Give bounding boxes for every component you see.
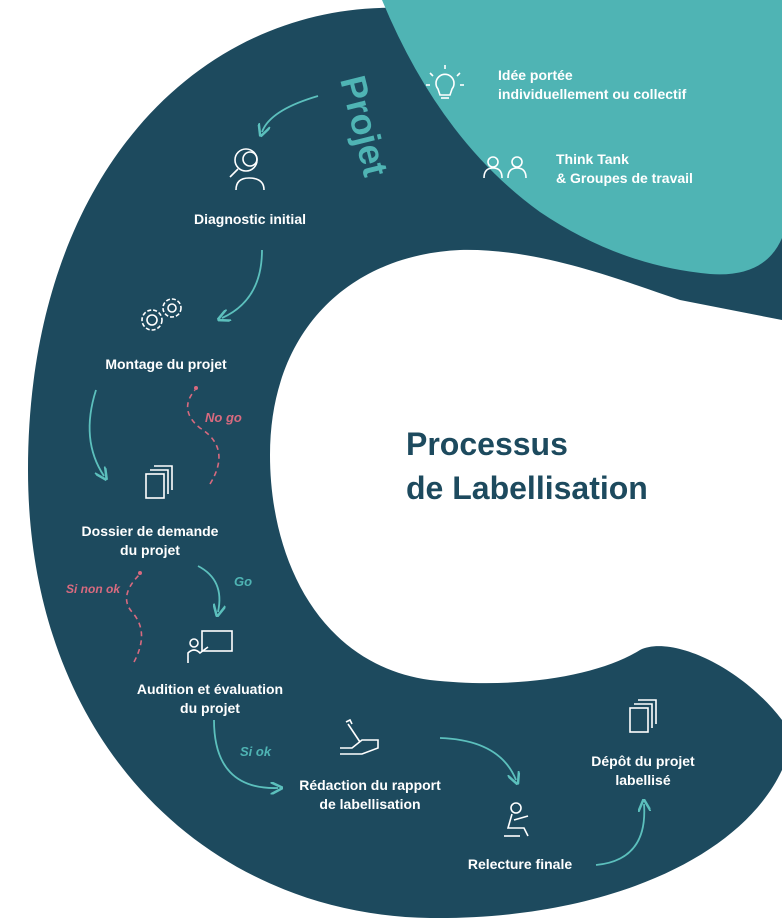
step-label-line-2: labellisé — [615, 772, 671, 788]
arrow-projet-diagnostic — [262, 95, 319, 132]
idea-label-line-2: individuellement ou collectif — [498, 86, 687, 102]
title-line-2: de Labellisation — [406, 470, 648, 506]
arrow-diagnostic-montage — [222, 249, 263, 318]
presentation-icon — [187, 630, 233, 663]
step-depot: Dépôt du projet labellisé — [568, 752, 718, 790]
search-person-icon — [229, 148, 265, 191]
signal-si-ok: Si ok — [240, 744, 272, 759]
ideas-panel — [382, 0, 782, 275]
title-line-1: Processus — [406, 426, 568, 462]
step-label-line-1: Audition et évaluation — [136, 681, 284, 697]
step-audition: Audition et évaluation du projet — [110, 680, 310, 718]
step-label-line-2: de labellisation — [319, 796, 421, 812]
step-montage: Montage du projet — [76, 355, 256, 374]
step-redaction: Rédaction du rapport de labellisation — [270, 776, 470, 814]
nogo-marker — [194, 386, 198, 390]
documents-icon — [145, 465, 173, 499]
step-label-line-1: Dépôt du projet — [591, 753, 695, 769]
step-label-line-1: Rédaction du rapport — [299, 777, 441, 793]
reading-person-icon — [504, 802, 529, 837]
feedback-lines — [125, 389, 220, 663]
flow-arrows — [88, 95, 645, 866]
step-label-line-2: du projet — [120, 542, 180, 558]
gears-icon — [141, 298, 182, 331]
writing-hand-icon — [340, 718, 379, 755]
step-label: Diagnostic initial — [193, 211, 306, 227]
signal-no-go: No go — [205, 410, 242, 425]
step-label-line-1: Dossier de demande — [81, 523, 219, 539]
signal-go: Go — [234, 574, 253, 589]
arrow-montage-dossier — [88, 389, 104, 476]
arrow-audition-redaction — [213, 719, 278, 788]
signal-si-non-ok: Si non ok — [66, 582, 120, 596]
step-label-line-2: du projet — [180, 700, 240, 716]
step-dossier: Dossier de demande du projet — [60, 522, 240, 560]
idea-label-line-1: Think Tank — [556, 151, 629, 167]
idea-label-line-1: Idée portée — [498, 67, 573, 83]
arrow-relecture-depot — [595, 804, 644, 866]
idea-item-individual: Idée portée individuellement ou collecti… — [498, 66, 686, 104]
step-relecture: Relecture finale — [440, 855, 600, 874]
arrow-dossier-audition — [197, 565, 219, 612]
step-label: Montage du projet — [105, 356, 227, 372]
diagram-title: Processus de Labellisation — [406, 422, 648, 510]
lightbulb-icon — [426, 65, 464, 99]
idea-label-line-2: & Groupes de travail — [556, 170, 693, 186]
sinonok-marker — [138, 571, 142, 575]
step-diagnostic: Diagnostic initial — [170, 210, 330, 229]
arrow-redaction-relecture — [439, 737, 516, 780]
sinonok-line — [125, 573, 143, 663]
idea-item-thinktank: Think Tank & Groupes de travail — [556, 150, 693, 188]
people-icon — [483, 156, 527, 179]
documents-icon — [629, 699, 657, 733]
nogo-line — [186, 389, 220, 485]
step-label: Relecture finale — [467, 856, 573, 872]
